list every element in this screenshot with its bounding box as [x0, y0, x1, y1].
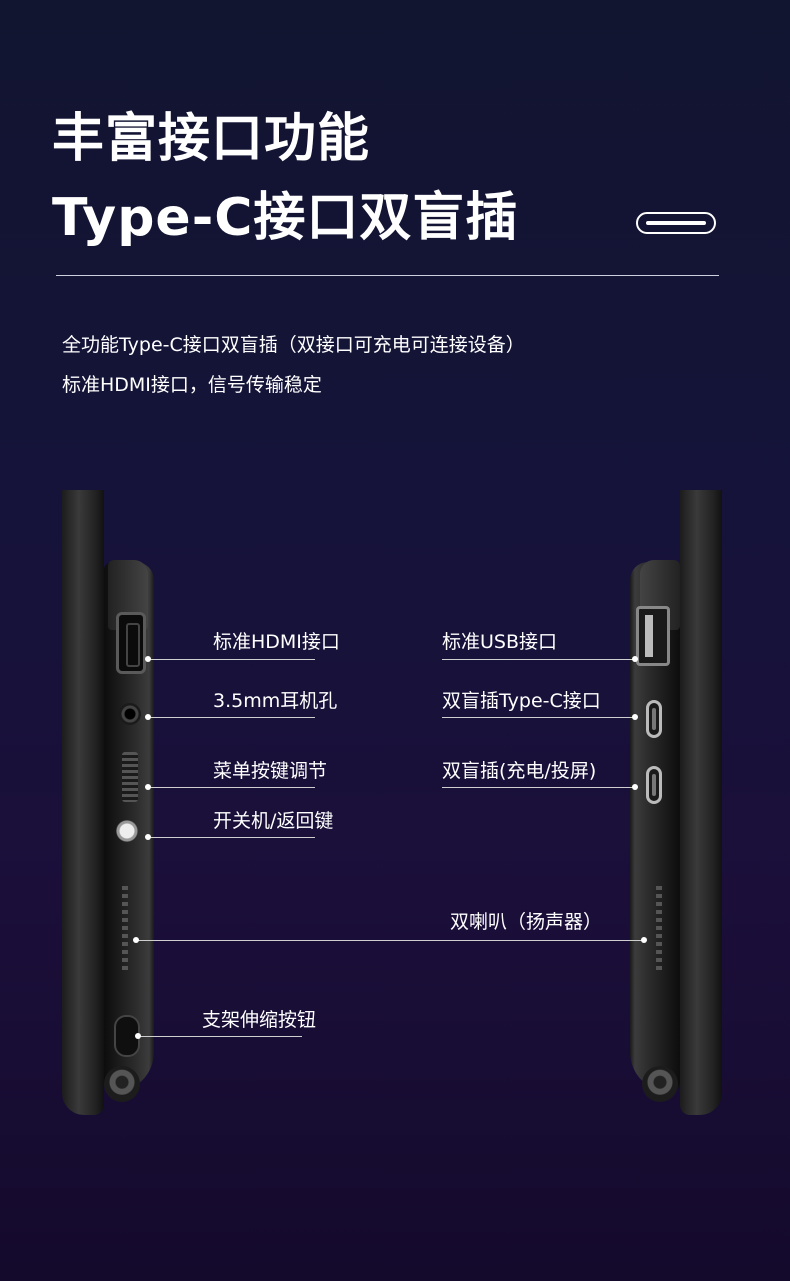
- type-c-port-2-icon: [646, 766, 662, 804]
- callout-hdmi-line: [148, 659, 315, 660]
- callout-power-line: [148, 837, 315, 838]
- page-title: 丰富接口功能: [52, 109, 371, 169]
- callout-hdmi: 标准HDMI接口: [213, 631, 340, 653]
- divider: [56, 275, 719, 276]
- callout-stand-line: [138, 1036, 302, 1037]
- callout-stand: 支架伸缩按钮: [202, 1009, 317, 1031]
- left-stand-knob-icon: [104, 1066, 140, 1102]
- callout-typec-charge-line: [442, 787, 635, 788]
- usb-port-icon: [636, 606, 670, 666]
- callout-usb-dot: [632, 656, 638, 662]
- callout-speaker-dot-left: [133, 937, 139, 943]
- callout-audio-dot: [145, 714, 151, 720]
- callout-typec-dot: [632, 714, 638, 720]
- callout-audio: 3.5mm耳机孔: [213, 690, 338, 712]
- type-c-port-icon: [636, 212, 716, 234]
- menu-rocker-icon: [122, 752, 138, 802]
- left-speaker-grill-icon: [122, 886, 128, 974]
- callout-typec: 双盲插Type-C接口: [442, 690, 601, 712]
- headphone-jack-icon: [119, 703, 141, 725]
- callout-typec-charge: 双盲插(充电/投屏): [442, 760, 597, 782]
- right-stand-knob-icon: [642, 1066, 678, 1102]
- callout-typec-line: [442, 717, 635, 718]
- page-subtitle: Type-C接口双盲插: [52, 188, 519, 248]
- callout-usb-line: [442, 659, 635, 660]
- callout-menu-dot: [145, 784, 151, 790]
- power-button-icon: [116, 820, 138, 842]
- type-c-port-1-icon: [646, 700, 662, 738]
- callout-typec-charge-dot: [632, 784, 638, 790]
- callout-menu-line: [148, 787, 315, 788]
- callout-hdmi-dot: [145, 656, 151, 662]
- right-screen-edge: [680, 490, 722, 1115]
- callout-usb: 标准USB接口: [442, 631, 558, 653]
- callout-speaker-line: [136, 940, 644, 941]
- left-screen-edge: [62, 490, 104, 1115]
- right-speaker-grill-icon: [656, 886, 662, 974]
- callout-speaker-dot-right: [641, 937, 647, 943]
- callout-power: 开关机/返回键: [213, 810, 334, 832]
- callout-menu: 菜单按键调节: [213, 760, 328, 782]
- callout-audio-line: [148, 717, 315, 718]
- callout-stand-dot: [135, 1033, 141, 1039]
- callout-speaker: 双喇叭（扬声器）: [450, 911, 603, 933]
- callout-power-dot: [145, 834, 151, 840]
- description-line-1: 全功能Type-C接口双盲插（双接口可充电可连接设备）: [62, 334, 525, 356]
- description-line-2: 标准HDMI接口，信号传输稳定: [62, 374, 322, 396]
- hdmi-port-icon: [116, 612, 146, 674]
